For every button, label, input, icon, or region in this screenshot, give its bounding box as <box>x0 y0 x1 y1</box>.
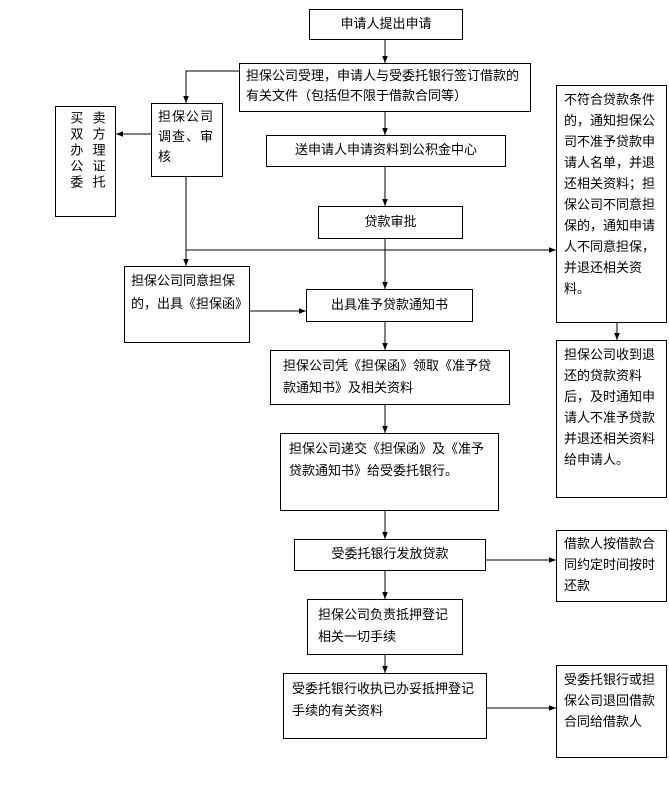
approval-notice-box: 出具准予贷款通知书 <box>306 289 473 322</box>
send-docs-box: 送申请人申请资料到公积金中心 <box>266 135 506 167</box>
entrust-col-left: 买双办公委 <box>67 111 83 191</box>
reject-notice-box: 不符合贷款条件的，通知担保公司不准予贷款申请人名单，并退还相关资料；担保公司不同… <box>556 85 667 323</box>
arrow-accept-to-investigate <box>183 70 239 103</box>
reject-notice-text: 不符合贷款条件的，通知担保公司不准予贷款申请人名单，并退还相关资料；担保公司不同… <box>564 93 656 297</box>
approval-notice-text: 出具准予贷款通知书 <box>330 297 448 313</box>
apply-box: 申请人提出申请 <box>309 9 463 40</box>
repay-text: 借款人按借款合同约定时间按时还款 <box>564 537 656 594</box>
accept-box: 担保公司受理，申请人与受委托银行签订借款的有关文件（包括但不限于借款合同等） <box>239 63 531 112</box>
disburse-box: 受委托银行发放贷款 <box>294 539 486 571</box>
return-contract-text: 受委托银行或担保公司退回借款合同给借款人 <box>564 673 656 730</box>
repay-box: 借款人按借款合同约定时间按时还款 <box>556 530 667 602</box>
send-docs-text: 送申请人申请资料到公积金中心 <box>294 143 477 158</box>
receive-docs-text: 受委托银行收执已办妥抵押登记手续的有关资料 <box>292 682 475 719</box>
guarantee-agree-text: 担保公司同意担保的，出具《担保函》 <box>131 274 249 312</box>
loan-approval-text: 贷款审批 <box>364 214 417 230</box>
investigate-box: 担保公司调查、审核 <box>151 103 223 177</box>
collect-box: 担保公司凭《担保函》领取《准予贷款通知书》及相关资料 <box>270 350 510 405</box>
collect-text: 担保公司凭《担保函》领取《准予贷款通知书》及相关资料 <box>283 359 492 396</box>
submit-box: 担保公司递交《担保函》及《准予贷款通知书》给受委托银行。 <box>280 433 499 511</box>
return-contract-box: 受委托银行或担保公司退回借款合同给借款人 <box>556 665 667 758</box>
apply-text: 申请人提出申请 <box>340 16 432 32</box>
investigate-text: 担保公司调查、审核 <box>158 110 215 165</box>
receive-docs-box: 受委托银行收执已办妥抵押登记手续的有关资料 <box>283 673 487 739</box>
accept-text: 担保公司受理，申请人与受委托银行签订借款的有关文件（包括但不限于借款合同等） <box>246 69 520 104</box>
loan-approval-box: 贷款审批 <box>318 206 463 239</box>
entrust-col-right: 卖方理证托 <box>89 111 105 191</box>
mortgage-reg-text: 担保公司负责抵押登记相关一切手续 <box>318 608 449 645</box>
guarantee-agree-box: 担保公司同意担保的，出具《担保函》 <box>124 266 250 343</box>
return-notice-text: 担保公司收到退还的贷款资料后，及时通知申请人不准予贷款并退还相关资料给申请人。 <box>564 348 656 468</box>
return-notice-box: 担保公司收到退还的贷款资料后，及时通知申请人不准予贷款并退还相关资料给申请人。 <box>556 340 667 498</box>
mortgage-reg-box: 担保公司负责抵押登记相关一切手续 <box>307 599 463 655</box>
entrust-box: 卖方理证托 买双办公委 <box>55 106 116 217</box>
disburse-text: 受委托银行发放贷款 <box>331 547 449 562</box>
submit-text: 担保公司递交《担保函》及《准予贷款通知书》给受委托银行。 <box>289 442 485 479</box>
